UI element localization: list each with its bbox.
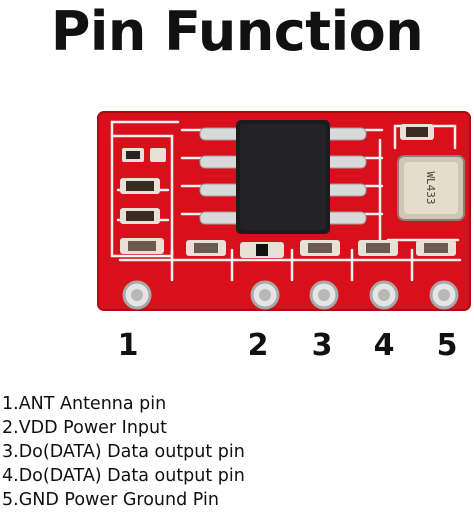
pin-description-5: 5.GND Power Ground Pin	[2, 490, 219, 510]
pin-number-5: 5	[436, 328, 458, 363]
pin-description-list: 1.ANT Antenna pin 2.VDD Power Input 3.Do…	[2, 392, 245, 512]
page-title: Pin Function	[50, 0, 424, 63]
pin-pad-4	[369, 280, 399, 310]
pin-pads	[122, 280, 459, 310]
pin-description-3: 3.Do(DATA) Data output pin	[2, 442, 245, 462]
pin-number-1: 1	[117, 328, 139, 363]
pin-number-3: 3	[311, 328, 333, 363]
pin-pad-1	[122, 280, 152, 310]
pin-pad-2	[250, 280, 280, 310]
rf-module-board: WL433	[97, 111, 471, 311]
pin-description-4: 4.Do(DATA) Data output pin	[2, 466, 245, 486]
crystal-label: WL433	[424, 171, 437, 204]
pin-number-4: 4	[373, 328, 395, 363]
passive-components	[120, 124, 456, 258]
pin-number-2: 2	[247, 328, 269, 363]
pin-pad-3	[309, 280, 339, 310]
pin-description-1: 1.ANT Antenna pin	[2, 394, 167, 414]
ic-leads	[199, 127, 367, 225]
pin-pad-5	[429, 280, 459, 310]
pin-description-2: 2.VDD Power Input	[2, 418, 167, 438]
